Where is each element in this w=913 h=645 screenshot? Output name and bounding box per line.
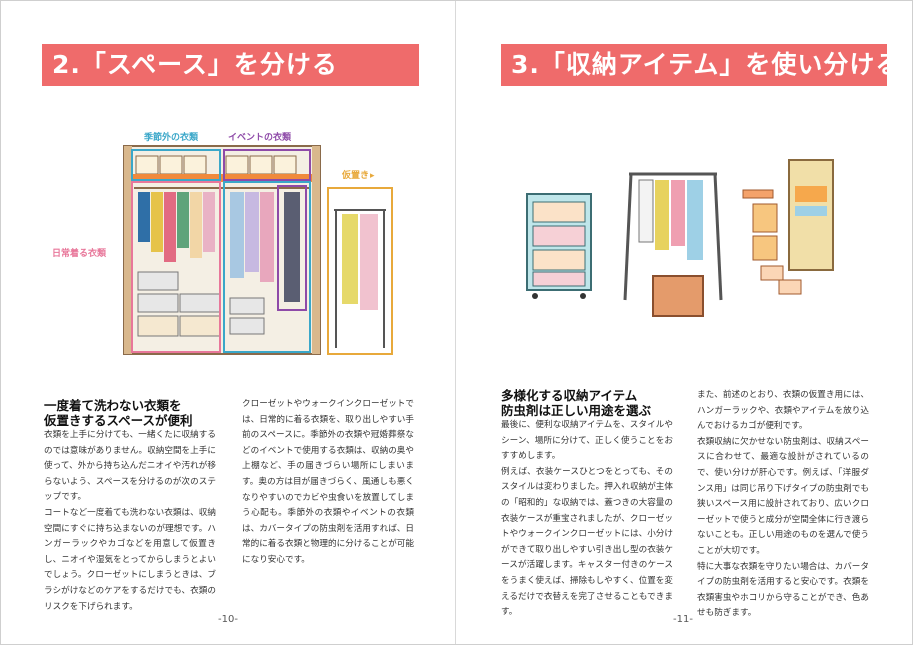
text-column-right-1: 最後に、便利な収納アイテムを、スタイルやシーン、場所に分けて、正しく使うことをお… bbox=[501, 420, 673, 618]
section-heading-3: 3.「収納アイテム」を使い分ける bbox=[501, 44, 900, 86]
text-column-left-1: 衣類を上手に分けても、一緒くたに収納するのでは意味がありません。収納空間を上手に… bbox=[44, 430, 216, 612]
subheading-right: 多様化する収納アイテム 防虫剤は正しい用途を選ぶ bbox=[501, 388, 652, 418]
subheading-left: 一度着て洗わない衣類を 仮置きするスペースが便利 bbox=[44, 398, 193, 428]
closet-illustration: 季節外の衣類 イベントの衣類 仮置き 日常着る衣類 ▸ bbox=[52, 131, 393, 355]
text-column-left-2: クローゼットやウォークインクローゼットでは、日常的に着る衣類を、取り出しやすい手… bbox=[242, 399, 414, 565]
page-number-right: -11- bbox=[673, 614, 693, 625]
storage-items-illustration bbox=[526, 159, 834, 317]
section-heading-2: 2.「スペース」を分ける bbox=[42, 44, 419, 86]
arrow-right-icon: ▸ bbox=[370, 171, 375, 181]
label-offseason: 季節外の衣類 bbox=[143, 131, 199, 143]
label-daily: 日常着る衣類 bbox=[52, 247, 107, 259]
page-left: 2.「スペース」を分ける 季節外の衣類 イベントの衣類 仮置き 日常着る衣類 ▸ bbox=[0, 0, 456, 645]
page-right: 3.「収納アイテム」を使い分ける 多様化する収納アイテム 防虫剤は正しい用途を選… bbox=[457, 0, 913, 645]
text-column-right-2: また、前述のとおり、衣類の仮置き用には、ハンガーラックや、衣類やアイテムを放り込… bbox=[697, 390, 869, 619]
label-event: イベントの衣類 bbox=[228, 131, 292, 143]
label-temporary: 仮置き bbox=[341, 169, 369, 181]
page-number-left: -10- bbox=[218, 614, 238, 625]
basket bbox=[652, 275, 704, 317]
